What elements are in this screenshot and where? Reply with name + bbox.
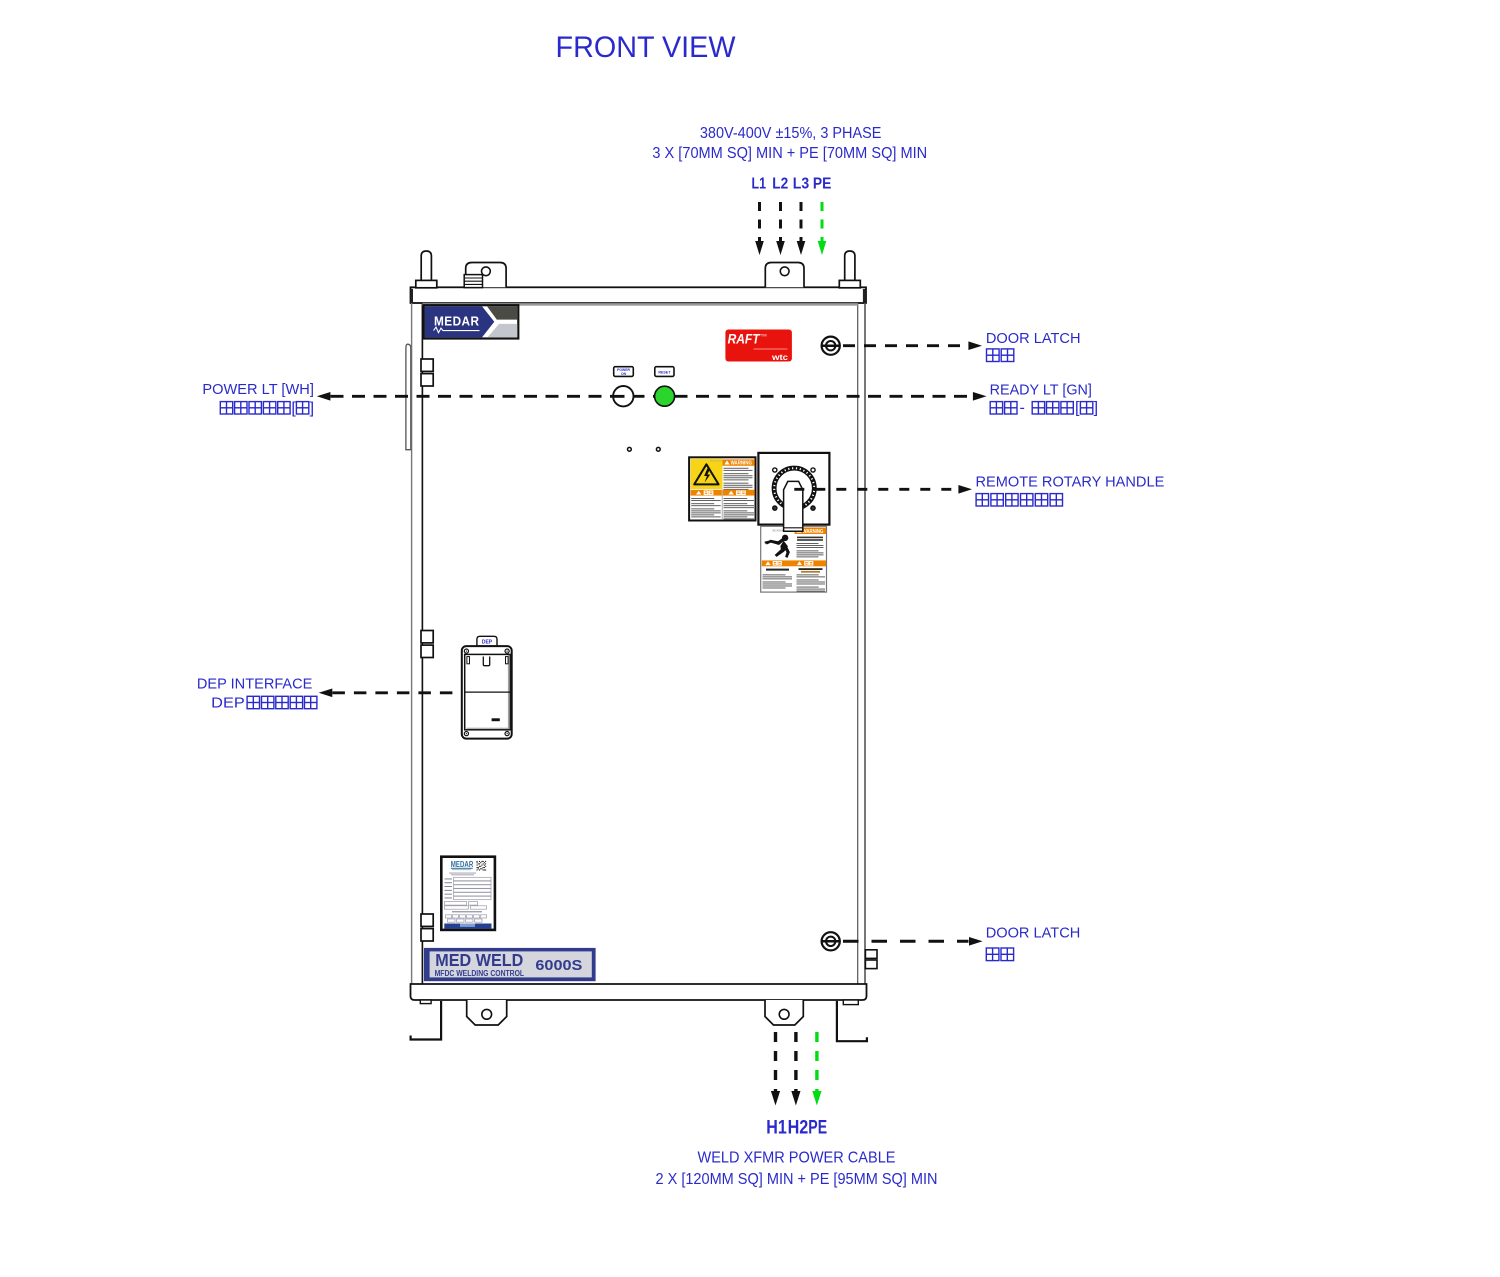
svg-text:H2: H2 xyxy=(788,1118,809,1139)
svg-text:DOOR LATCH: DOOR LATCH xyxy=(986,330,1081,347)
svg-text:DEP: DEP xyxy=(482,640,493,646)
svg-text:380V-400V ±15%, 3 PHASE: 380V-400V ±15%, 3 PHASE xyxy=(700,125,882,142)
svg-text:TM: TM xyxy=(761,333,767,338)
svg-text:3 X [70MM SQ] MIN + PE [70MM S: 3 X [70MM SQ] MIN + PE [70MM SQ] MIN xyxy=(652,145,927,162)
svg-text:L1: L1 xyxy=(752,175,767,192)
svg-text:MFDC WELDING CONTROL: MFDC WELDING CONTROL xyxy=(435,969,525,978)
svg-text:[: [ xyxy=(291,400,296,417)
svg-text:REMOTE ROTARY HANDLE: REMOTE ROTARY HANDLE xyxy=(976,474,1165,491)
svg-text:XX-XXXX-XX: XX-XXXX-XX xyxy=(772,528,788,532)
svg-text:6000S: 6000S xyxy=(535,958,582,974)
svg-text:PE: PE xyxy=(813,175,832,192)
svg-text:FRONT VIEW: FRONT VIEW xyxy=(556,31,737,64)
svg-text:2 X [120MM SQ] MIN + PE [95MM: 2 X [120MM SQ] MIN + PE [95MM SQ] MIN xyxy=(656,1171,938,1188)
svg-text:]: ] xyxy=(1094,400,1098,417)
svg-text:L3: L3 xyxy=(793,175,809,192)
svg-text:READY LT [GN]: READY LT [GN] xyxy=(990,382,1092,399)
svg-text:RAFT: RAFT xyxy=(728,332,762,347)
svg-text:POWER LT [WH]: POWER LT [WH] xyxy=(202,381,314,398)
svg-text:MEDAR: MEDAR xyxy=(451,860,474,869)
svg-text:wtc: wtc xyxy=(771,352,788,362)
svg-text:H1: H1 xyxy=(766,1118,787,1139)
svg-text:WS-XXXXXX: WS-XXXXXX xyxy=(710,461,724,463)
svg-text:WELD XFMR POWER CABLE: WELD XFMR POWER CABLE xyxy=(698,1150,896,1167)
svg-text:RESET: RESET xyxy=(658,371,671,375)
svg-text:WARNING: WARNING xyxy=(803,529,824,535)
svg-text:L2: L2 xyxy=(772,175,788,192)
svg-text:DEP INTERFACE: DEP INTERFACE xyxy=(197,676,313,693)
svg-text:MEDAR: MEDAR xyxy=(434,314,480,329)
svg-text:[: [ xyxy=(1075,400,1080,417)
svg-text:-: - xyxy=(1020,400,1025,417)
svg-text:DOOR LATCH: DOOR LATCH xyxy=(986,925,1081,942)
svg-text:DEP: DEP xyxy=(211,695,245,712)
svg-text:MED WELD: MED WELD xyxy=(435,950,523,970)
svg-text:PE: PE xyxy=(808,1118,827,1139)
svg-text:]: ] xyxy=(310,400,314,417)
svg-text:POWER: POWER xyxy=(617,368,630,372)
svg-text:WARNING: WARNING xyxy=(731,461,752,467)
svg-text:ON: ON xyxy=(621,372,627,376)
